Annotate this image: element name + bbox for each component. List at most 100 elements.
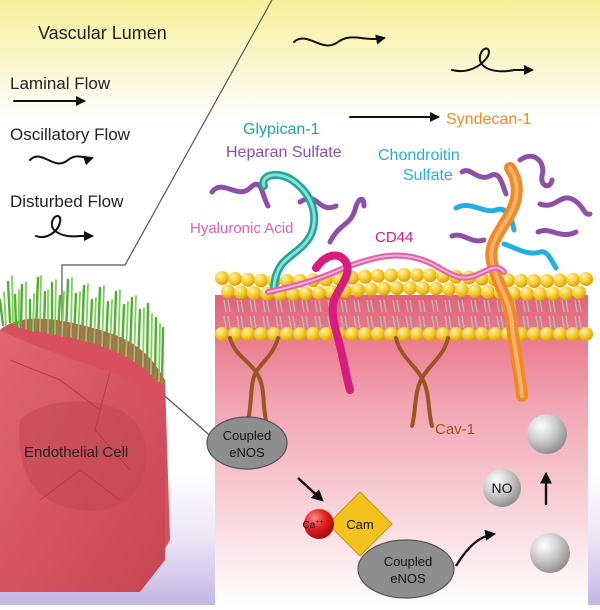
lumen-oscillatory-arrow xyxy=(293,34,386,47)
flow-arrows xyxy=(13,34,534,241)
lipid-head xyxy=(527,327,541,341)
lipid-head xyxy=(572,285,586,300)
enos-to-no-arrow xyxy=(455,529,497,567)
oscillatory-flow-arrow xyxy=(29,155,94,166)
glycocalyx-molecules xyxy=(209,153,593,402)
lipid-head xyxy=(520,286,534,301)
lipid-head xyxy=(371,327,385,341)
lipid-head xyxy=(449,327,463,341)
lipid-head xyxy=(462,327,476,341)
lipid-head xyxy=(553,327,567,341)
lipid-head xyxy=(546,286,560,301)
enos-upper-line2: eNOS xyxy=(229,445,265,460)
lipid-head xyxy=(442,282,456,297)
lipid-tail xyxy=(431,299,439,329)
no-sphere-top xyxy=(527,414,567,454)
lipid-head xyxy=(527,273,541,288)
enos-upper-line1: Coupled xyxy=(223,428,271,443)
calcium-ion: Ca++ xyxy=(303,509,334,539)
disturbed-flow-arrow xyxy=(35,215,94,241)
lipid-head xyxy=(566,272,580,287)
lipid-head xyxy=(221,284,235,299)
lipid-head xyxy=(371,268,385,283)
calmodulin: Cam xyxy=(327,491,393,557)
lipid-head xyxy=(286,286,300,301)
lipid-head xyxy=(312,285,326,300)
lipid-tail xyxy=(301,299,309,329)
lipid-head xyxy=(410,268,424,283)
lipid-head xyxy=(384,268,398,283)
lipid-head xyxy=(215,271,229,285)
lipid-head xyxy=(397,327,411,341)
lipid-tail xyxy=(236,299,244,329)
lipid-head xyxy=(306,327,320,341)
oscillatory-flow-label: Oscillatory Flow xyxy=(10,125,131,144)
lipid-head xyxy=(228,271,242,286)
heparan-label: Heparan Sulfate xyxy=(226,144,342,161)
no-label: NO xyxy=(492,480,513,496)
chondroitin-label-1: Chondroitin xyxy=(378,147,460,164)
lipid-tail xyxy=(483,299,491,329)
lipid-head xyxy=(358,269,372,284)
lipid-tail xyxy=(249,299,257,329)
cam-label: Cam xyxy=(346,517,373,532)
lipid-tail xyxy=(275,299,283,329)
enos-lower-line2: eNOS xyxy=(390,571,426,586)
lipid-head xyxy=(254,273,268,288)
lipid-head xyxy=(540,273,554,288)
lipid-head xyxy=(254,327,268,341)
lipid-head xyxy=(423,327,437,341)
nitric-oxide: NO xyxy=(483,469,521,507)
heparan-chain xyxy=(297,196,339,211)
lipid-tail xyxy=(353,299,361,329)
lipid-head xyxy=(280,327,294,341)
lipid-head xyxy=(299,286,313,301)
lipid-head xyxy=(390,281,404,296)
lipid-head xyxy=(423,268,437,283)
laminal-flow-label: Laminal Flow xyxy=(10,74,111,93)
lipid-tail xyxy=(444,299,452,329)
enos-to-cam-arrow xyxy=(297,477,324,502)
lipid-head xyxy=(358,327,372,341)
lipid-head xyxy=(293,327,307,341)
lipid-head xyxy=(319,327,333,341)
svg-text:Ca++: Ca++ xyxy=(303,519,324,531)
lipid-tail xyxy=(223,299,231,329)
lipid-tail xyxy=(366,299,374,329)
lipid-tail xyxy=(262,299,270,329)
lipid-tail xyxy=(561,299,569,329)
lipid-head xyxy=(579,271,593,286)
heparan-chain xyxy=(535,228,579,238)
cd44-chain xyxy=(312,251,354,394)
heparan-chain xyxy=(537,195,593,217)
lipid-tail xyxy=(405,299,413,329)
lumen-disturbed-arrow xyxy=(451,47,534,75)
tissue-block xyxy=(0,275,170,592)
lipid-head xyxy=(403,281,417,296)
lipid-tail xyxy=(418,299,426,329)
chondroitin-chain xyxy=(501,241,559,271)
heparan-chain xyxy=(327,196,367,245)
coupled-enos-lower: Coupled eNOS xyxy=(357,539,455,599)
lipid-head xyxy=(533,286,547,301)
lipid-head xyxy=(241,327,255,341)
lipid-tail xyxy=(470,299,478,329)
lipid-head xyxy=(377,281,391,296)
lipid-head xyxy=(559,286,573,301)
ca-label: Ca xyxy=(303,520,316,531)
heparan-chain xyxy=(209,181,271,209)
lipid-head xyxy=(566,327,580,341)
lipid-tail xyxy=(548,299,556,329)
lipid-head xyxy=(345,327,359,341)
lipid-head xyxy=(429,281,443,296)
lipid-head xyxy=(241,272,255,287)
lipid-tail xyxy=(457,299,465,329)
lipid-head xyxy=(475,327,489,341)
hyaluronic-label: Hyaluronic Acid xyxy=(190,220,293,237)
lipid-head xyxy=(234,285,248,300)
lipid-head xyxy=(579,327,593,341)
endothelial-cell-label: Endothelial Cell xyxy=(24,444,128,461)
lipid-head xyxy=(514,273,528,288)
